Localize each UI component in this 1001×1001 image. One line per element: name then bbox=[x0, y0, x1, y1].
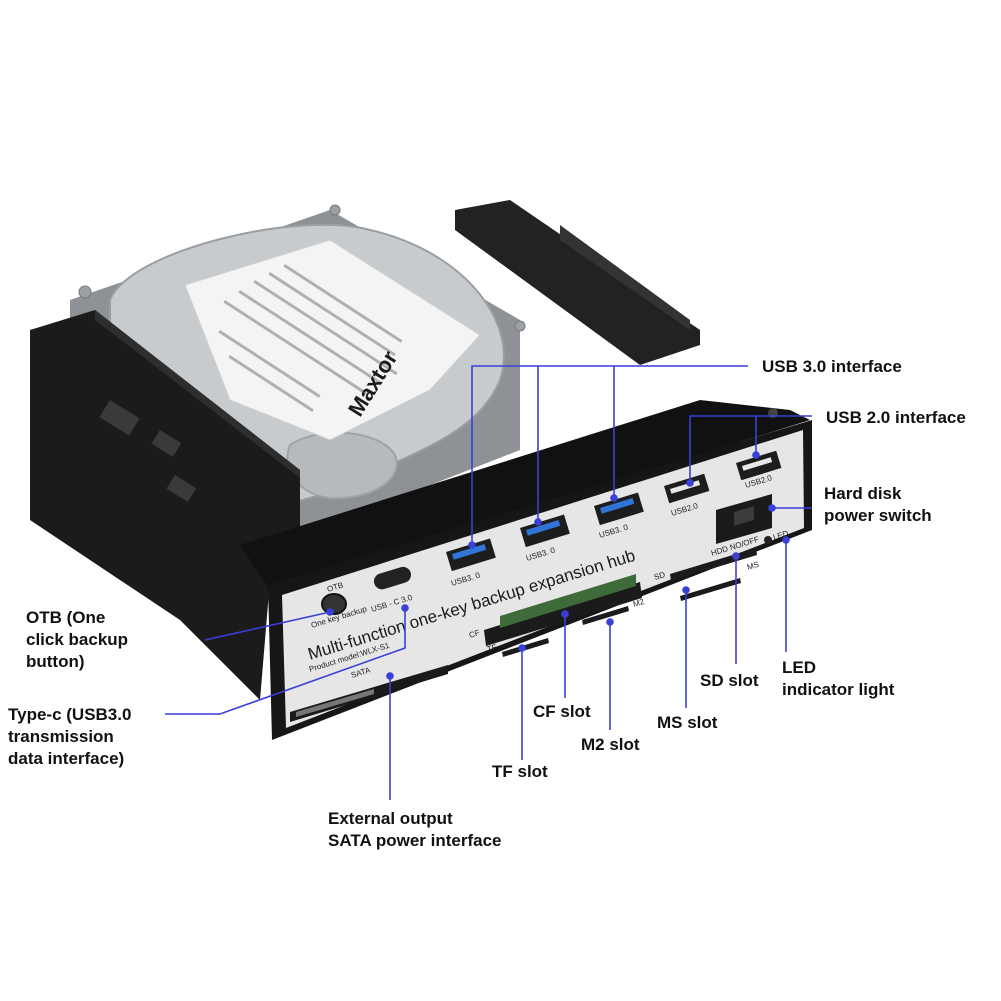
enclosure-left-wall bbox=[30, 310, 300, 700]
label-otb: OTB (One click backup button) bbox=[26, 608, 129, 671]
sd-slot-label: SD bbox=[653, 570, 666, 582]
leader-typec bbox=[165, 608, 406, 715]
label-sata: External output SATA power interface bbox=[328, 809, 502, 850]
label-sd: SD slot bbox=[700, 671, 759, 690]
label-cf: CF slot bbox=[533, 702, 591, 721]
label-led: LED indicator light bbox=[782, 658, 895, 699]
leader-lines bbox=[165, 365, 812, 800]
tf-slot-label: TF bbox=[486, 642, 498, 653]
label-ms: MS slot bbox=[657, 713, 718, 732]
bay-right-rail bbox=[455, 200, 700, 365]
leader-usb3 bbox=[471, 365, 748, 545]
hdd-power-switch[interactable]: HDD NO/OFF bbox=[710, 494, 772, 558]
m2-slot[interactable]: M2 bbox=[582, 597, 646, 625]
enclosure-top-edge bbox=[240, 400, 810, 590]
label-usb3: USB 3.0 interface bbox=[762, 357, 902, 376]
cf-slot-label: CF bbox=[468, 628, 481, 640]
front-panel bbox=[282, 430, 804, 728]
leader-usb2 bbox=[689, 415, 812, 483]
label-tf: TF slot bbox=[492, 762, 548, 781]
label-usb2: USB 2.0 interface bbox=[826, 408, 966, 427]
drive-label-sticker bbox=[184, 239, 481, 441]
sata-slot: SATA bbox=[290, 665, 448, 722]
m2-slot-label: M2 bbox=[632, 597, 646, 609]
label-power-switch: Hard disk power switch bbox=[824, 484, 932, 525]
label-typec: Type-c (USB3.0 transmission data interfa… bbox=[8, 705, 132, 768]
label-m2: M2 slot bbox=[581, 735, 640, 754]
leader-otb bbox=[204, 611, 331, 641]
ms-slot-label: MS bbox=[746, 560, 760, 572]
